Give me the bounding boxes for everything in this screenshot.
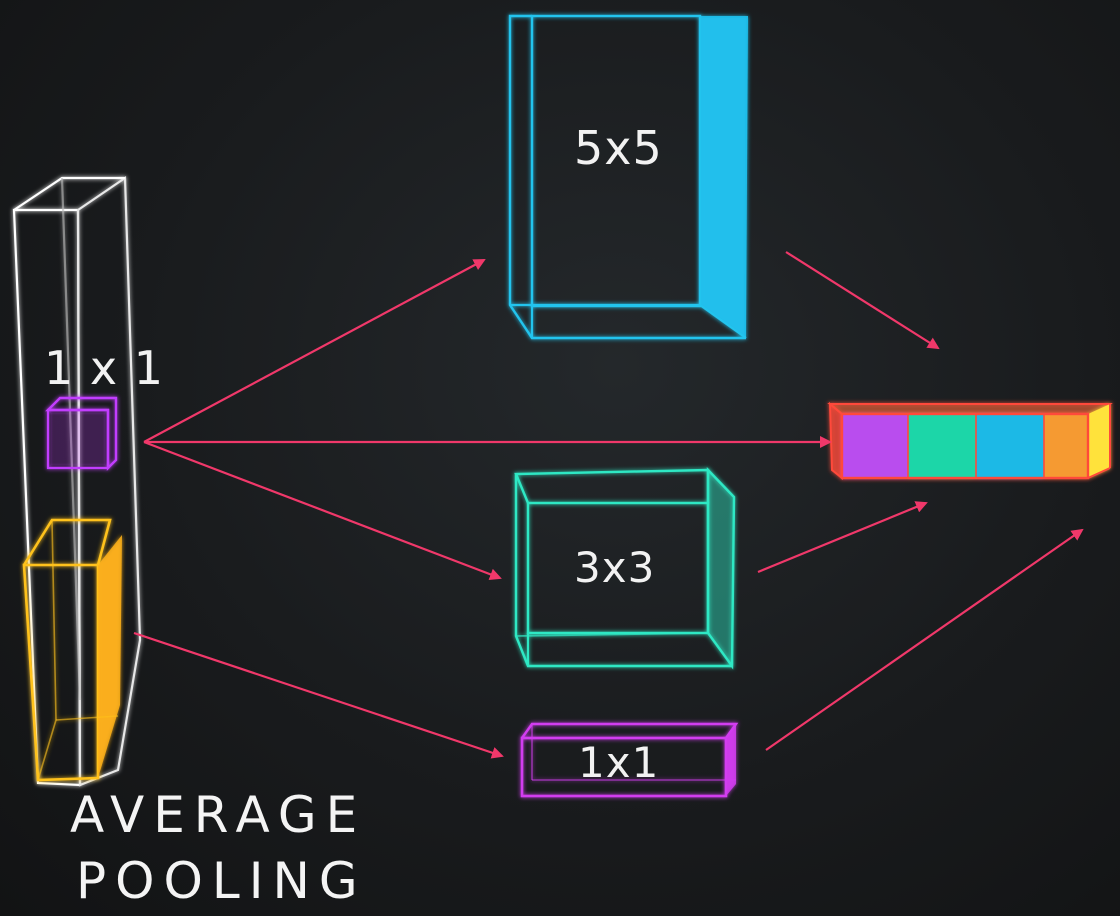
arrow-5x5-to-output: [785, 251, 940, 350]
block-3x3-top: [514, 468, 710, 504]
block-1x1: [520, 722, 739, 798]
output-vector-top: [827, 403, 1113, 415]
pool-region-top: [22, 518, 112, 566]
arrow-3x3-to-output: [757, 501, 928, 574]
filter-1x1-input-cube: [45, 396, 118, 471]
block-1x1-label: 1x1: [578, 738, 659, 787]
block-1x1-top: [521, 722, 739, 739]
block-3x3-side: [706, 467, 736, 670]
pool-region-front: [22, 563, 100, 782]
arrow-to-5x5: [143, 259, 486, 443]
block-3x3-label: 3x3: [574, 543, 655, 592]
pool-region: [22, 518, 122, 782]
pool-region-side-fill: [98, 535, 122, 778]
output-segment-2: [908, 414, 976, 478]
output-segment-4: [1044, 414, 1088, 478]
block-5x5: [508, 14, 748, 340]
output-vector-left: [828, 401, 843, 481]
block-5x5-side-fill: [700, 16, 748, 338]
arrow-1x1-to-output: [765, 528, 1084, 751]
output-segment-5: [1088, 404, 1110, 478]
block-1x1-side: [726, 724, 736, 796]
output-segment-1: [842, 414, 908, 478]
input-block-label: 1 x 1: [44, 341, 164, 395]
arrow-to-3x3: [143, 440, 502, 581]
input-column-top: [13, 176, 125, 211]
input-column-front: [12, 208, 82, 787]
arrows: [133, 251, 1084, 759]
caption-line-1: AVERAGE: [70, 786, 366, 844]
output-vector: [827, 401, 1113, 481]
block-5x5-label: 5x5: [574, 121, 663, 175]
output-segment-3: [976, 414, 1044, 478]
filter-1x1-input-side: [45, 396, 118, 471]
caption-line-2: POOLING: [76, 852, 367, 910]
block-3x3-bottom: [514, 474, 732, 668]
block-3x3: [514, 467, 736, 670]
arrow-pool-to-1x1: [133, 631, 504, 759]
